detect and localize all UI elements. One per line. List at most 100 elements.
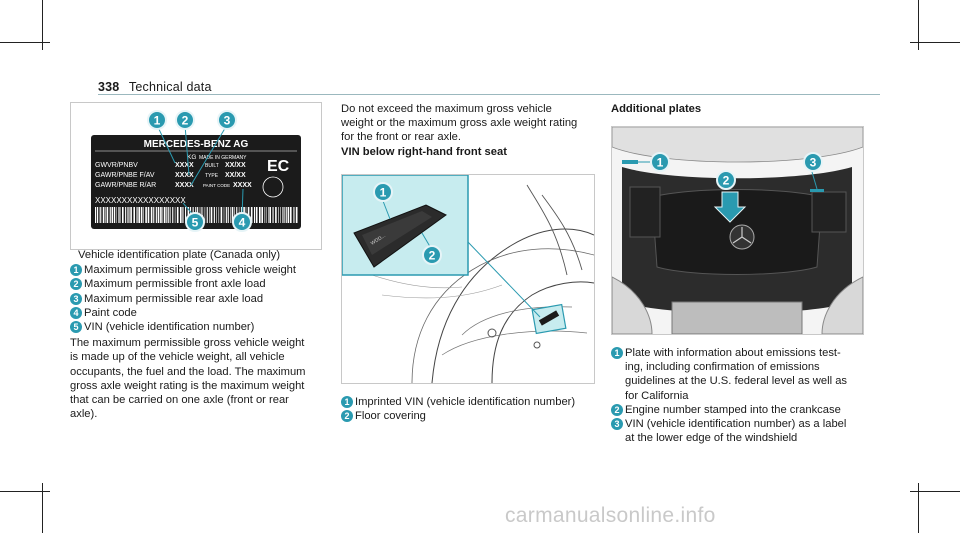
legend-text: Plate with information about emissions t… <box>625 347 841 359</box>
crop-mark <box>0 491 50 492</box>
star-emblem-icon <box>732 227 752 244</box>
crop-mark <box>910 491 960 492</box>
legend-number-badge: 1 <box>611 347 623 359</box>
svg-text:1: 1 <box>380 186 387 200</box>
header-rule <box>98 94 880 95</box>
weight-paragraph-line: is made up of the vehicle weight, all ve… <box>70 351 285 364</box>
callout-2: 2 <box>422 245 442 265</box>
plate-row-3-label: GAWR/PNBE R/AR <box>95 182 156 189</box>
plate-row-3-value: XXXX <box>175 182 194 189</box>
legend-text: Paint code <box>84 306 137 319</box>
weight-paragraph-line: that can be carried on one axle (front o… <box>70 394 289 407</box>
legend-text: Maximum permissible gross vehicle weight <box>84 264 297 277</box>
callout-2: 2 <box>716 170 736 190</box>
weight-paragraph-line: axle). <box>70 408 98 421</box>
legend-number-badge: 2 <box>341 410 353 423</box>
left-text-column: Vehicle identification plate (Canada onl… <box>70 248 325 421</box>
callout-1: 1 <box>147 110 167 130</box>
seat-illustration: WDD... 1 2 <box>342 175 594 383</box>
crop-mark <box>918 0 919 50</box>
legend-text: Floor covering <box>355 410 426 423</box>
crop-mark <box>42 483 43 533</box>
legend-text: Imprinted VIN (vehicle identification nu… <box>355 396 576 408</box>
plate-kg: KG <box>187 154 196 161</box>
legend-number-badge: 2 <box>70 278 82 291</box>
page-header: 338 Technical data <box>98 80 212 94</box>
svg-text:3: 3 <box>810 156 817 170</box>
plate-row-1-value: XXXX <box>175 162 194 169</box>
callout-1: 1 <box>650 152 670 172</box>
svg-text:2: 2 <box>182 114 189 128</box>
callout-3: 3 <box>803 152 823 172</box>
weight-paragraph-line: gross axle weight rating is the maximum … <box>70 379 305 392</box>
page-number: 338 <box>98 80 120 94</box>
callout-1: 1 <box>373 182 393 202</box>
legend-text: guidelines at the U.S. federal level as … <box>625 375 848 388</box>
weight-paragraph-line: occupants, the fuel and the load. The ma… <box>70 365 306 378</box>
plate-row-2-label: GAWR/PNBE F/AV <box>95 172 155 179</box>
plate-made-in: MADE IN GERMANY <box>199 155 247 161</box>
section-title: Technical data <box>128 80 212 94</box>
legend-number-badge: 4 <box>70 306 82 319</box>
plate-built: BUILT <box>205 163 219 169</box>
plate-caption: Vehicle identification plate (Canada onl… <box>78 249 281 261</box>
svg-text:2: 2 <box>723 174 730 188</box>
plate-vin: XXXXXXXXXXXXXXXXX <box>95 196 186 205</box>
callout-5: 5 <box>185 212 205 232</box>
plate-body <box>91 135 301 229</box>
plate-brand: MERCEDES-BENZ AG <box>144 139 249 150</box>
svg-text:4: 4 <box>239 216 246 230</box>
plate-built-value: XX/XX <box>225 162 246 169</box>
plate-row-2-value: XXXX <box>175 172 194 179</box>
weight-paragraph-line: The maximum permissible gross vehicle we… <box>70 337 305 350</box>
middle-text-column: Do not exceed the maximum gross vehicle w… <box>341 102 601 159</box>
crop-mark <box>0 42 50 43</box>
legend-text: Maximum permissible rear axle load <box>84 292 264 305</box>
legend-text: VIN (vehicle identification number) <box>84 321 255 334</box>
legend-text: Maximum permissible front axle load <box>84 278 266 291</box>
legend-text: VIN (vehicle identification number) as a… <box>625 418 847 431</box>
barcode-icon <box>95 207 298 223</box>
crop-mark <box>910 42 960 43</box>
legend-text: for California <box>625 389 689 402</box>
legend-number-badge: 3 <box>611 418 623 431</box>
legend-number-badge: 1 <box>70 264 82 277</box>
svg-text:2: 2 <box>429 249 436 263</box>
crop-mark <box>42 0 43 50</box>
legend-text: ing, including confirmation of emissions <box>625 361 820 374</box>
intro-line: Do not exceed the maximum gross vehicle <box>341 103 552 115</box>
legend-text: at the lower edge of the windshield <box>625 432 798 445</box>
callout-3: 3 <box>217 110 237 130</box>
plate-row-1-label: GWVR/PNBV <box>95 162 138 169</box>
plate-ec-mark: EC <box>267 158 290 175</box>
watermark: carmanualsonline.info <box>505 504 716 527</box>
intro-line: weight or the maximum gross axle weight … <box>341 117 578 130</box>
engine-bay-illustration: 1 2 3 <box>612 127 863 334</box>
plate-paint-code: PAINT CODE <box>203 183 230 188</box>
svg-text:5: 5 <box>192 216 199 230</box>
vin-seat-heading: VIN below right-hand front seat <box>341 145 507 158</box>
plate-type: TYPE <box>205 173 219 179</box>
maple-leaf-seal-icon <box>262 176 284 198</box>
crop-mark <box>918 483 919 533</box>
id-plate-figure: MERCEDES-BENZ AG KG MADE IN GERMANY GWVR… <box>70 102 322 250</box>
legend-number-badge: 5 <box>70 321 82 334</box>
id-plate-illustration: MERCEDES-BENZ AG KG MADE IN GERMANY GWVR… <box>91 110 301 232</box>
callout-2: 2 <box>175 110 195 130</box>
right-heading-block: Additional plates <box>611 102 871 116</box>
svg-text:1: 1 <box>657 156 664 170</box>
plate-paint-value: XXXX <box>233 182 252 189</box>
plate-type-value: XX/XX <box>225 172 246 179</box>
